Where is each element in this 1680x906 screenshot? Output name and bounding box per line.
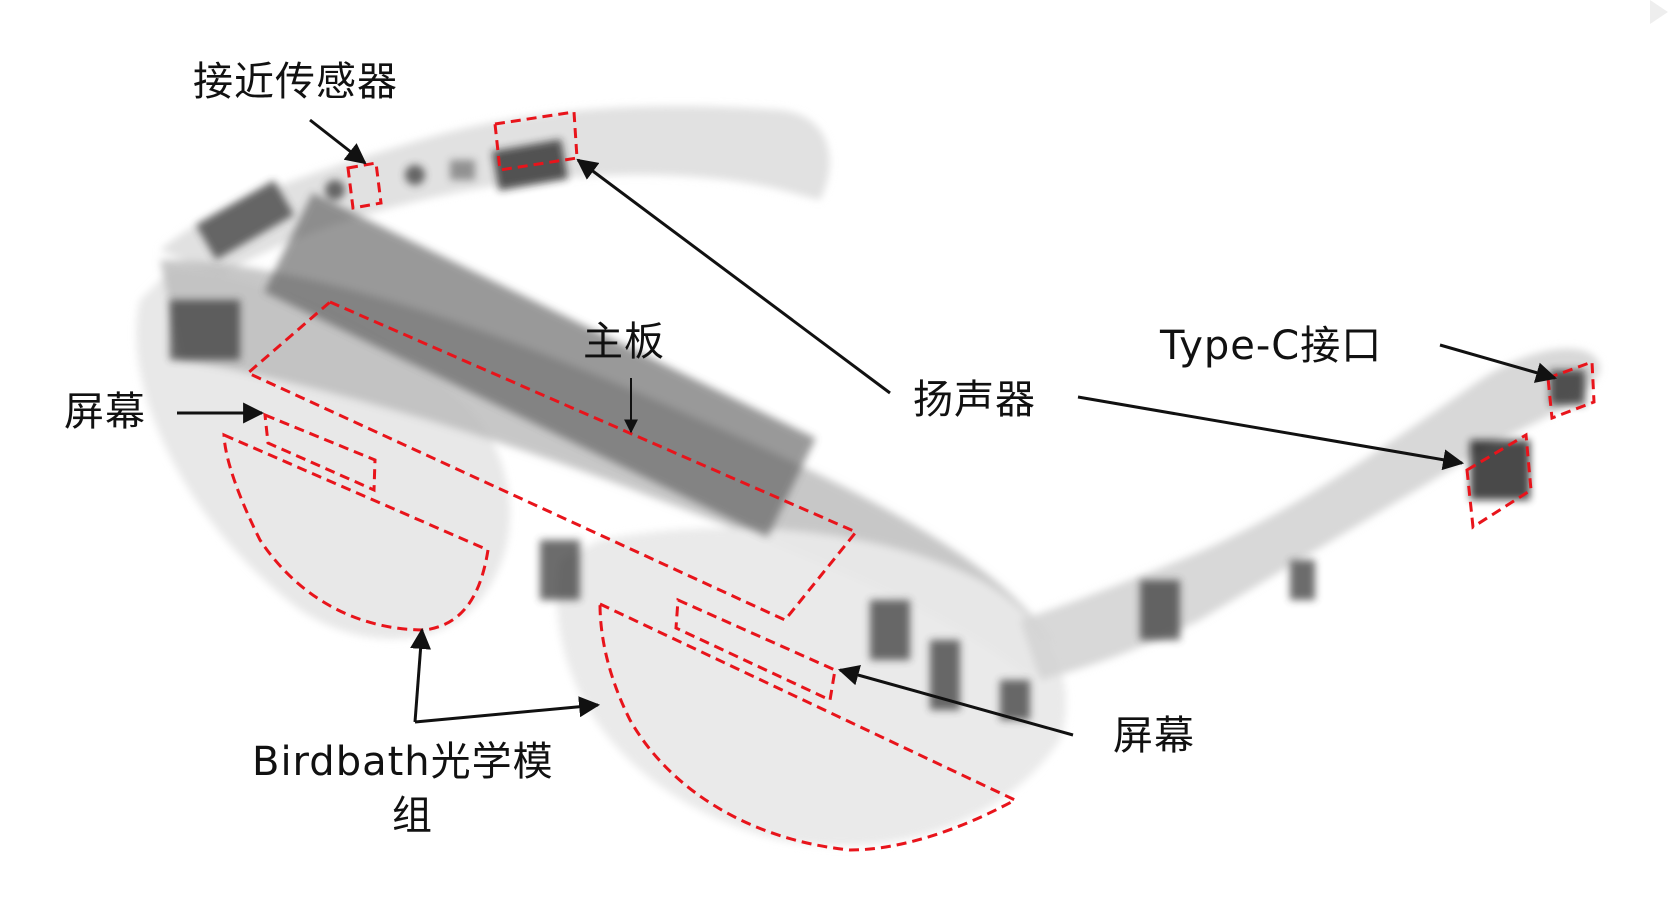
arrow-screen-right [837, 664, 1074, 737]
label-birdbath-line1: Birdbath光学模 [252, 739, 554, 785]
speaker-box-left [493, 110, 579, 172]
screen-box-left [263, 412, 377, 493]
label-proximity-sensor: 接近传感器 [193, 59, 398, 105]
internal-components [170, 139, 1585, 720]
label-birdbath-line2: 组 [392, 793, 433, 839]
label-speaker: 扬声器 [913, 377, 1036, 423]
play-icon [1650, 0, 1668, 24]
proximity-sensor-box [346, 161, 383, 210]
arrow-speaker-left [576, 158, 891, 395]
birdbath-box-right [598, 601, 1019, 852]
birdbath-box-left [222, 432, 490, 632]
watermark [1642, 0, 1668, 30]
label-screen-left: 屏幕 [64, 389, 146, 435]
label-screen-right: 屏幕 [1113, 713, 1195, 759]
annotation-boxes [222, 110, 1596, 852]
arrow-proximity-sensor [309, 118, 367, 165]
speaker-box-right [1465, 432, 1533, 530]
type-c-box [1546, 359, 1596, 421]
screen-box-right [674, 597, 837, 703]
annotation-arrows [177, 118, 1558, 737]
mainboard-box [245, 300, 859, 622]
arrow-birdbath-right [414, 696, 601, 724]
arrow-speaker-right [1077, 395, 1465, 471]
label-mainboard: 主板 [583, 319, 665, 365]
arrow-type-c [1439, 343, 1558, 383]
arrow-birdbath [410, 627, 432, 723]
label-type-c: Type-C接口 [1160, 323, 1383, 369]
